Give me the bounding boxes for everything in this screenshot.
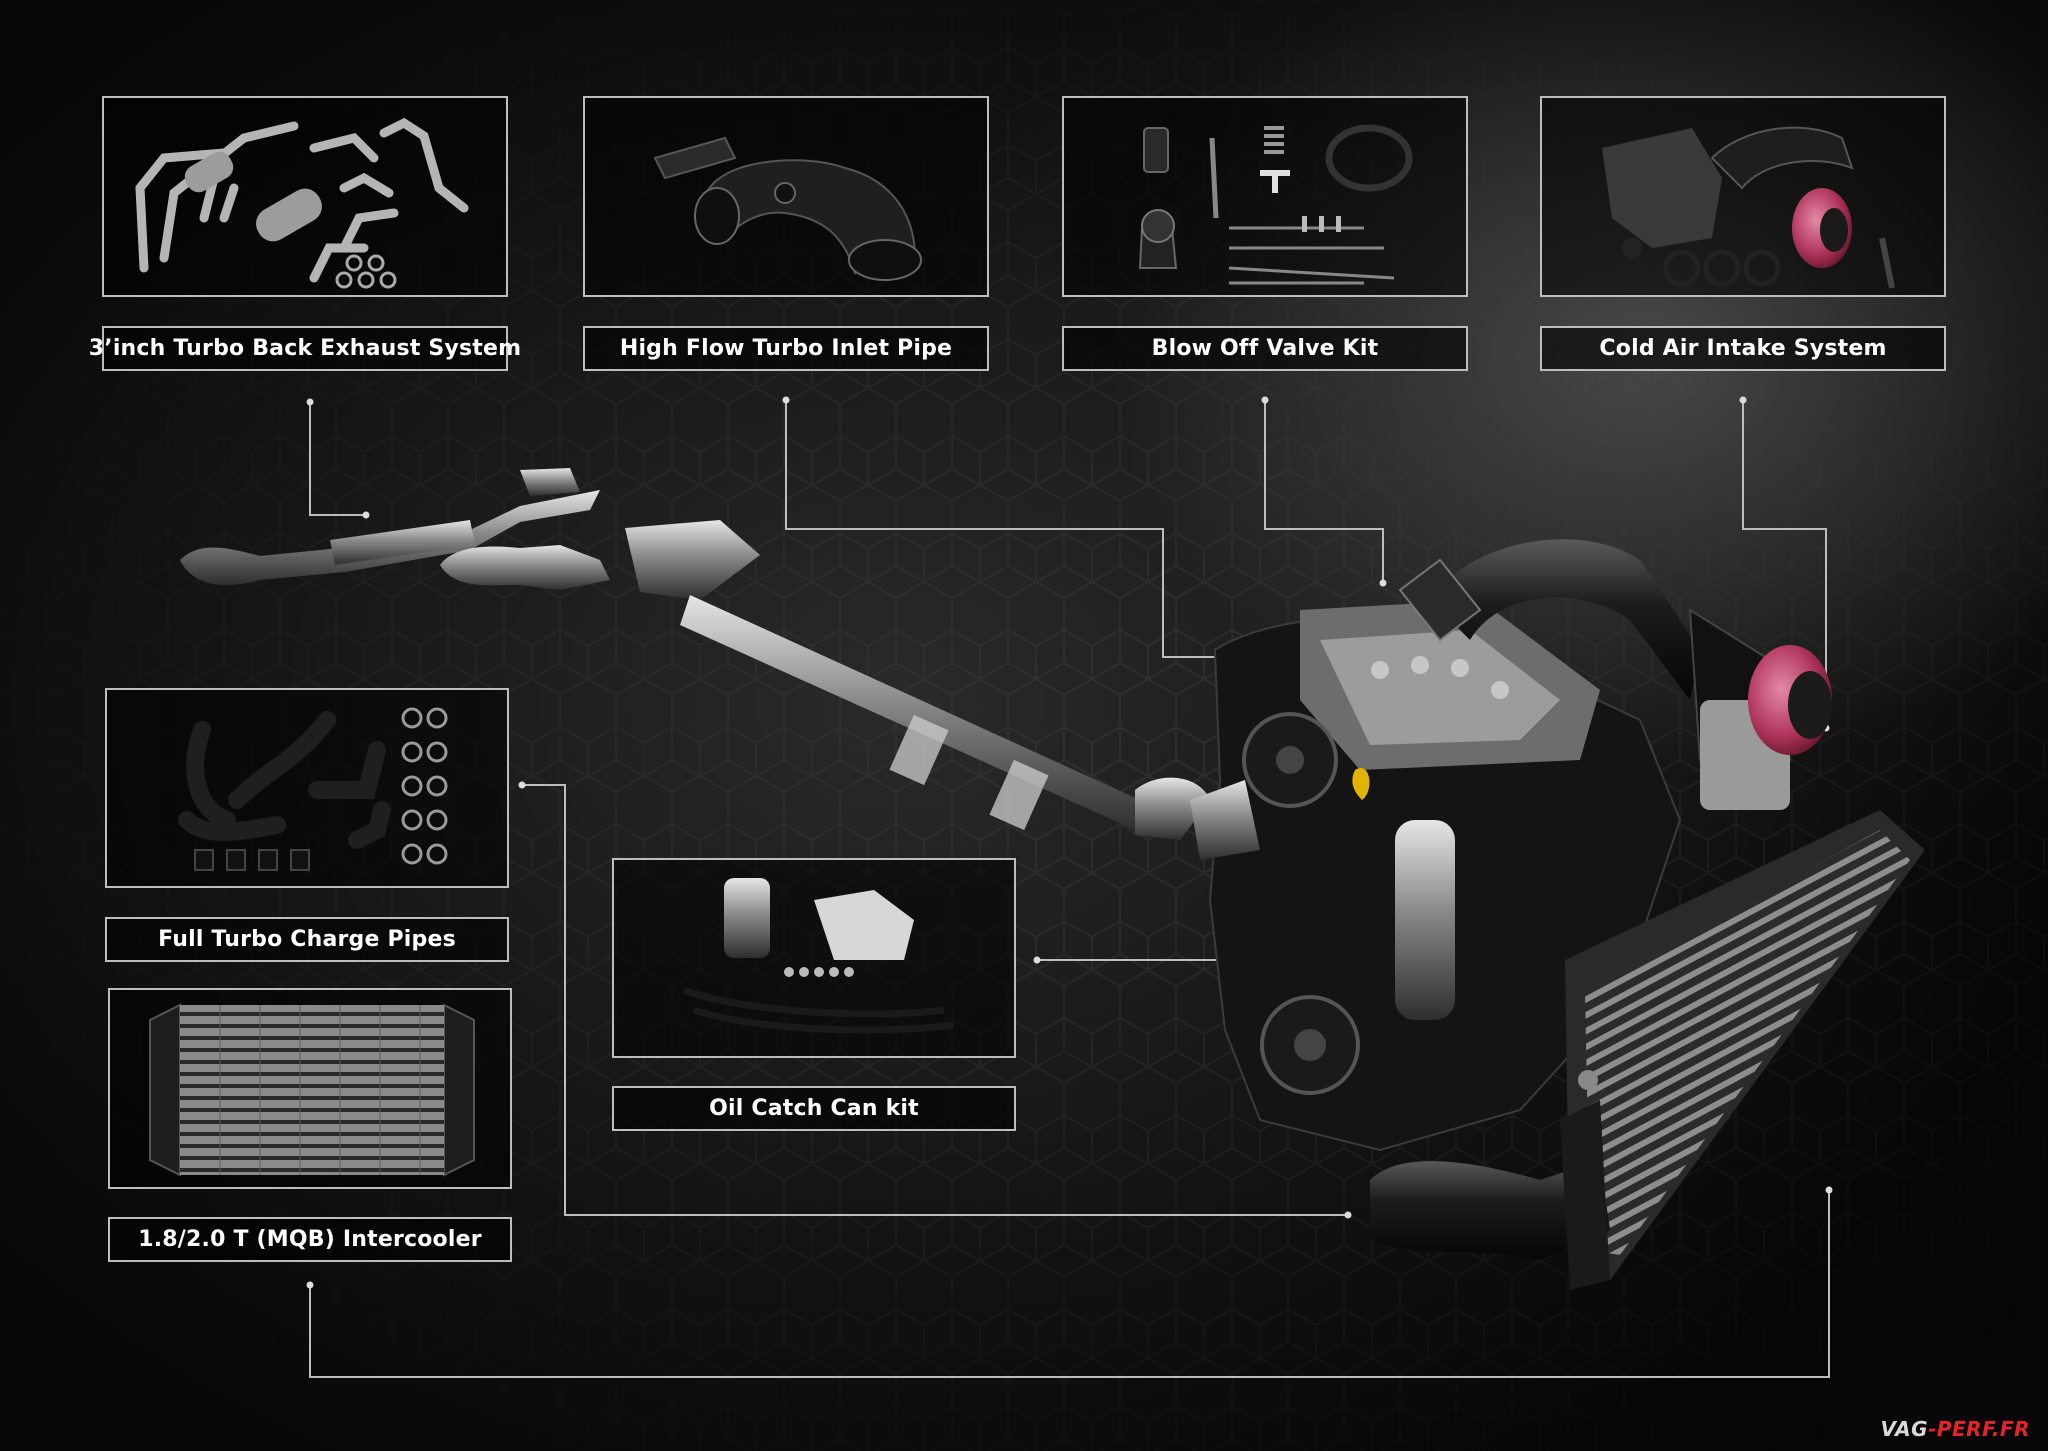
- charge-pipes-label: Full Turbo Charge Pipes: [105, 917, 509, 962]
- catch-can-label: Oil Catch Can kit: [612, 1086, 1016, 1131]
- watermark-prefix: VAG: [1880, 1417, 1929, 1441]
- exhaust-system-illustration: [180, 468, 1210, 840]
- intercooler-label: 1.8/2.0 T (MQB) Intercooler: [108, 1217, 512, 1262]
- intake-thumbnail: [1540, 96, 1946, 297]
- inlet-pipe-icon: [653, 136, 922, 281]
- catch-can-thumbnail: [612, 858, 1016, 1058]
- exhaust-label: 3’inch Turbo Back Exhaust System: [89, 326, 521, 371]
- exhaust-parts-icon: [135, 117, 469, 289]
- watermark-suffix: -PERF.FR: [1928, 1417, 2030, 1441]
- intake-label: Cold Air Intake System: [1540, 326, 1946, 371]
- watermark: VAG-PERF.FR: [1881, 1417, 2030, 1441]
- bov-thumbnail: [1062, 96, 1468, 297]
- catch-can-icon: [682, 878, 955, 1034]
- intercooler-on-engine-illustration: [1370, 810, 1925, 1290]
- intercooler-thumbnail: [108, 988, 512, 1189]
- inlet-pipe-label: High Flow Turbo Inlet Pipe: [583, 326, 989, 371]
- bov-kit-icon: [1138, 124, 1413, 285]
- cold-air-intake-icon: [1602, 126, 1895, 289]
- bov-label: Blow Off Valve Kit: [1062, 326, 1468, 371]
- charge-pipes-icon: [178, 707, 448, 871]
- charge-pipes-thumbnail: [105, 688, 509, 888]
- intercooler-icon: [149, 1003, 475, 1177]
- exhaust-thumbnail: [102, 96, 508, 297]
- engine-illustration: [1190, 539, 1832, 1152]
- inlet-pipe-thumbnail: [583, 96, 989, 297]
